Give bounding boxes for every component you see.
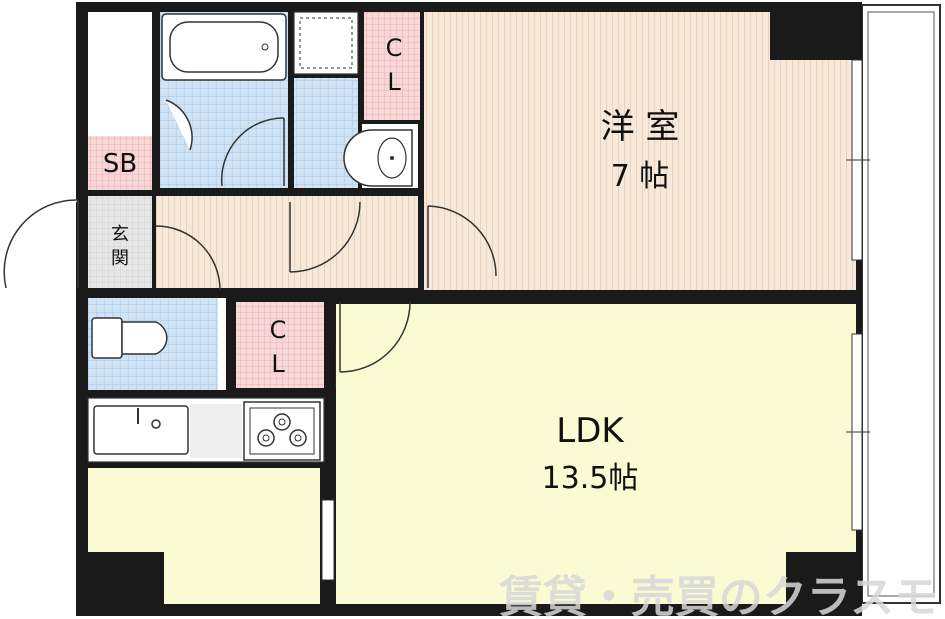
western-room-pillar bbox=[770, 12, 856, 60]
hall-door-arc-middle bbox=[289, 201, 361, 273]
hall-door-arc-left bbox=[155, 225, 221, 291]
closet-upper-floor bbox=[364, 12, 420, 120]
toilet-bowl bbox=[121, 321, 168, 355]
laundry-space bbox=[293, 11, 359, 75]
stove-inner bbox=[249, 407, 315, 455]
utility-column bbox=[88, 12, 152, 136]
toilet-wall-strip bbox=[218, 298, 226, 390]
toilet-tank bbox=[91, 317, 123, 359]
shoe-box-label: SB bbox=[103, 149, 137, 179]
stove-burner-top bbox=[273, 413, 291, 431]
stove-burner-left-inner bbox=[262, 434, 270, 442]
kitchen-sink-drain bbox=[151, 419, 161, 429]
watermark-text: 賃貸・売買のクラスモ bbox=[498, 572, 938, 619]
stove-burner-right-inner bbox=[294, 434, 302, 442]
stove-burner-top-inner bbox=[278, 418, 286, 426]
washbasin-drain bbox=[390, 156, 394, 160]
closet-upper-label-1: C bbox=[386, 34, 403, 62]
entrance-label-1: 玄 bbox=[111, 224, 129, 245]
kitchen-ldk-opening bbox=[321, 499, 335, 581]
bathtub-inner bbox=[169, 21, 279, 73]
stove-burner-left bbox=[257, 429, 275, 447]
kitchen-counter-top bbox=[190, 404, 242, 458]
balcony-inner-line bbox=[867, 11, 935, 597]
hallway-floor bbox=[156, 196, 418, 288]
western-room-door-arc bbox=[427, 205, 497, 277]
balcony-outline bbox=[861, 4, 941, 604]
entrance-floor bbox=[88, 196, 152, 288]
closet-lower-label-1: C bbox=[270, 316, 287, 344]
ldk-size: 13.5帖 bbox=[542, 461, 639, 496]
laundry-pan bbox=[299, 17, 353, 69]
washing-area-arc bbox=[165, 99, 193, 151]
closet-upper-label-2: L bbox=[387, 68, 401, 96]
entrance-door-arc bbox=[3, 199, 79, 289]
bathtub-drain bbox=[261, 43, 269, 51]
entrance-label-2: 関 bbox=[111, 248, 129, 269]
western-room-size: 7 帖 bbox=[611, 159, 670, 194]
kitchen-sink bbox=[93, 405, 189, 455]
ldk-floor bbox=[336, 304, 856, 604]
ldk-pillar bbox=[786, 552, 856, 604]
shoe-box-floor bbox=[88, 136, 152, 190]
ldk-door-arc bbox=[339, 301, 411, 373]
stove bbox=[243, 401, 321, 461]
closet-lower-label-2: L bbox=[271, 350, 285, 378]
washbasin-bowl bbox=[377, 137, 407, 179]
kitchen-pillar bbox=[88, 552, 164, 604]
ldk-name: LDK bbox=[556, 411, 625, 451]
bathroom-door-arc bbox=[220, 117, 285, 187]
closet-lower-floor bbox=[236, 302, 324, 388]
western-room-name: 洋 室 bbox=[601, 107, 680, 147]
stove-burner-right bbox=[289, 429, 307, 447]
